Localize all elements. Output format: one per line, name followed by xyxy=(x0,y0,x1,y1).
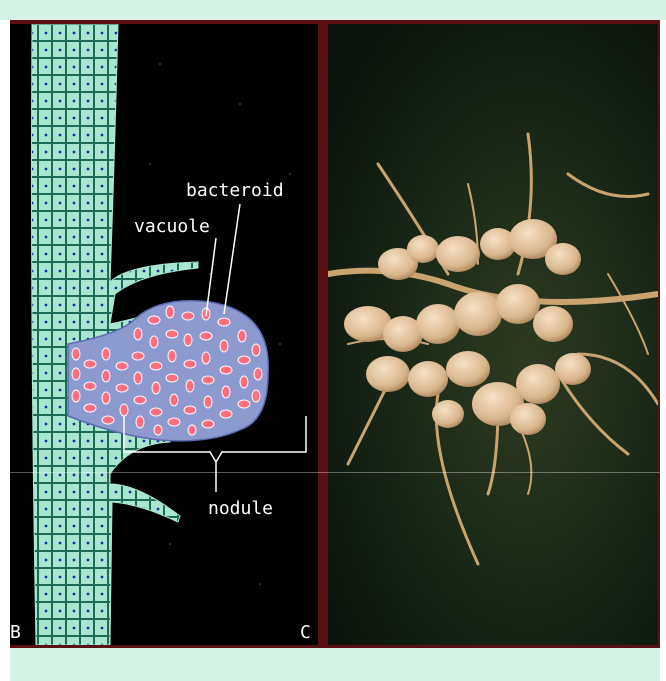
roots xyxy=(328,134,658,564)
nodule-clusters xyxy=(344,219,591,435)
root-nodules-illustration xyxy=(328,24,658,645)
panel-c-label: C xyxy=(300,622,311,643)
figure-frame: bacteroid vacuole nodule B C xyxy=(10,20,660,648)
panel-b-label: B xyxy=(10,622,21,643)
root-nodules-photo xyxy=(328,24,658,645)
nodule-label: nodule xyxy=(208,498,273,519)
top-band xyxy=(0,0,666,20)
divider-line xyxy=(0,472,666,473)
bacteroid-leader-line xyxy=(224,204,240,314)
nodule-diagram: bacteroid vacuole nodule B C xyxy=(10,24,318,645)
vacuole-label: vacuole xyxy=(134,216,210,237)
bottom-band xyxy=(10,648,660,681)
bacteroid-label: bacteroid xyxy=(186,180,284,201)
nodule-diagram-panel: bacteroid vacuole nodule B C xyxy=(10,24,318,645)
